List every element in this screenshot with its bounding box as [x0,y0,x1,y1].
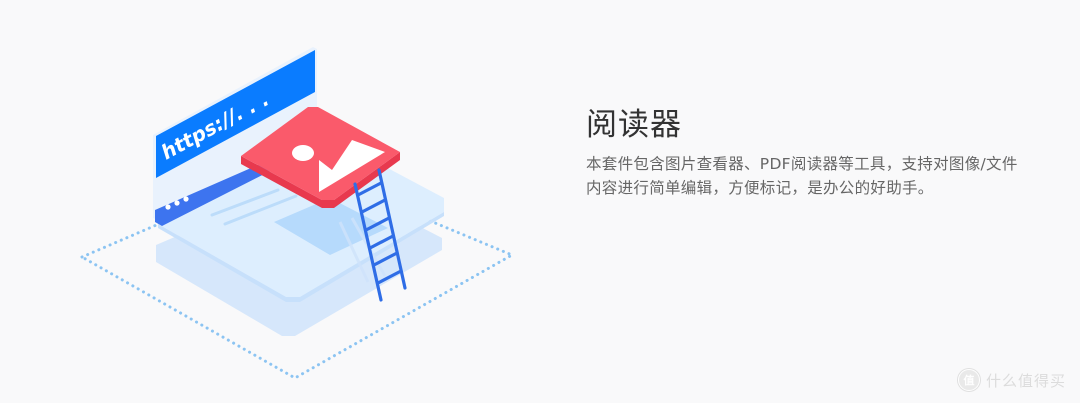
watermark-text: 什么值得买 [985,371,1066,390]
image-tile [241,107,400,200]
feature-title: 阅读器 [586,107,682,143]
image-mountain-icon [319,140,385,192]
window-dot-1 [165,204,171,210]
window-dot-3 [183,196,189,202]
watermark-badge-icon: 值 [957,369,980,391]
watermark: 值 什么值得买 [957,369,1066,391]
content-line-2 [223,194,298,226]
feature-description-block: 阅读器 本套件包含图片查看器、PDF阅读器等工具，支持对图像/文件内容进行简单编… [586,104,1026,200]
address-banner [156,50,315,178]
image-tile-side [241,152,400,208]
image-placeholder-shadow [274,198,388,255]
image-sun-icon [292,145,314,161]
feature-description: 本套件包含图片查看器、PDF阅读器等工具，支持对图像/文件内容进行简单编辑，方便… [586,155,1018,197]
browser-panel-edge [158,212,444,302]
dotted-floor-outline [78,163,516,380]
content-line-1 [210,188,280,217]
reader-illustration: https://. . . [78,47,516,380]
window-dot-2 [174,200,180,206]
ladder-icon [353,168,407,302]
